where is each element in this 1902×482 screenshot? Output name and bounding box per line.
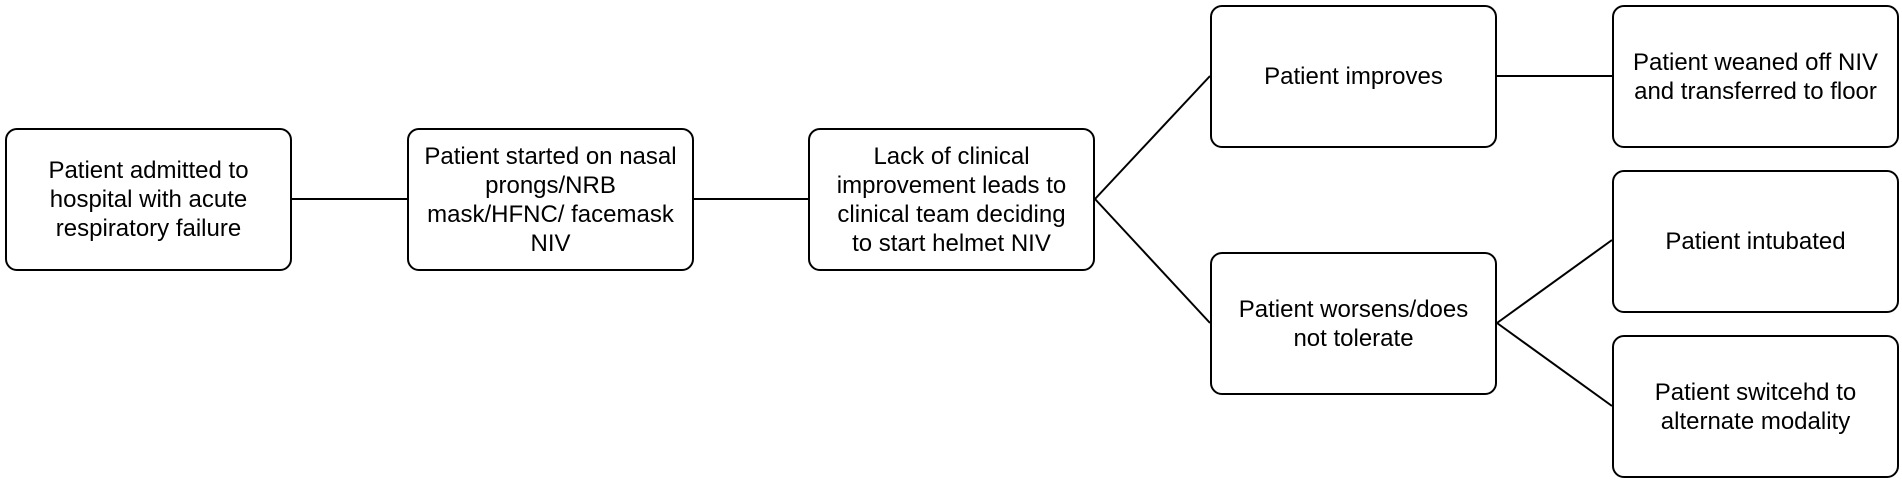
node-lack-of-improvement: Lack of clinical improvement leads to cl… xyxy=(808,128,1095,271)
node-patient-improves-label: Patient improves xyxy=(1264,63,1443,90)
node-patient-worsens: Patient worsens/does not tolerate xyxy=(1210,252,1497,395)
node-patient-weaned-label: Patient weaned off NIV and transferred t… xyxy=(1632,48,1879,105)
node-patient-admitted-label: Patient admitted to hospital with acute … xyxy=(48,157,249,242)
node-patient-started-label: Patient started on nasal prongs/NRB mask… xyxy=(424,142,677,257)
node-patient-weaned: Patient weaned off NIV and transferred t… xyxy=(1612,5,1899,148)
node-patient-intubated: Patient intubated xyxy=(1612,170,1899,313)
connector-lack-of-improvement-to-worsens xyxy=(1094,198,1211,324)
node-patient-improves: Patient improves xyxy=(1210,5,1497,148)
node-patient-intubated-label: Patient intubated xyxy=(1665,228,1846,255)
connector-worsens-to-switched xyxy=(1496,322,1613,407)
node-patient-switched-label: Patient switcehd to alternate modality xyxy=(1654,378,1857,435)
node-patient-worsens-label: Patient worsens/does not tolerate xyxy=(1238,295,1469,352)
node-patient-admitted: Patient admitted to hospital with acute … xyxy=(5,128,292,271)
connector-lack-of-improvement-to-improves xyxy=(1094,75,1211,200)
node-lack-of-improvement-label: Lack of clinical improvement leads to cl… xyxy=(836,142,1067,257)
node-patient-started: Patient started on nasal prongs/NRB mask… xyxy=(407,128,694,271)
node-patient-switched: Patient switcehd to alternate modality xyxy=(1612,335,1899,478)
connector-worsens-to-intubated xyxy=(1496,239,1613,324)
